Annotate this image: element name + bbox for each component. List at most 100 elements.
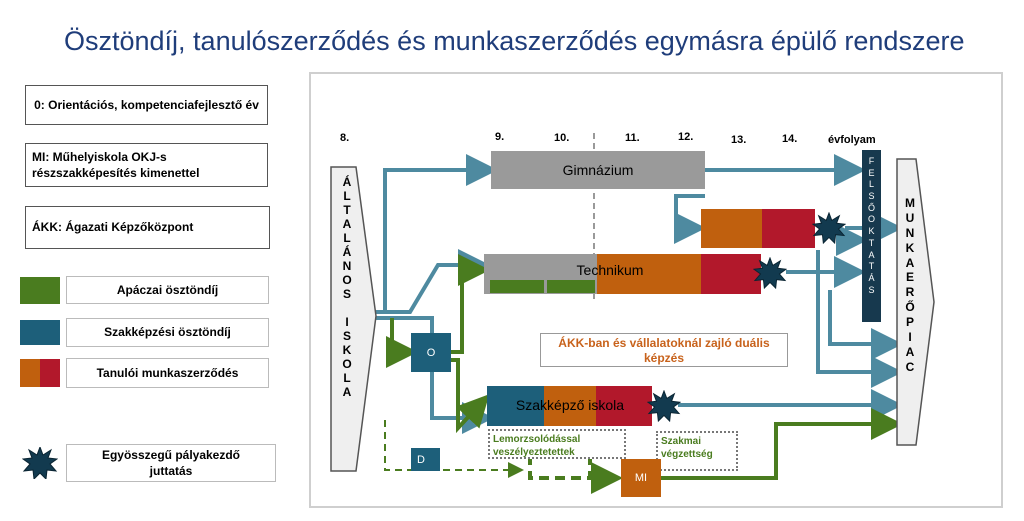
altalanos-letter: L	[343, 189, 351, 203]
altalanos-iskola-label: Á L T A L Á N O S I S K O L A	[336, 175, 358, 400]
altalanos-letter: S	[342, 329, 351, 343]
munkaeropiac-label: M U N K A E R Ő P I A C	[900, 196, 920, 375]
felso-letter: T	[868, 261, 875, 272]
munka-letter: P	[905, 315, 914, 329]
altalanos-letter: A	[342, 217, 352, 231]
szakkepzo-red-block	[596, 386, 652, 426]
altalanos-letter: K	[342, 343, 352, 357]
qualification-box: Szakmai végzettség	[656, 431, 738, 471]
grade-12: 12.	[678, 131, 694, 143]
legend-akk: ÁKK: Ágazati Képzőközpont	[25, 206, 270, 249]
legend-apaczai-text: Apáczai ösztöndíj	[116, 282, 219, 297]
felso-letter: Ő	[867, 202, 875, 213]
felso-letter: S	[868, 191, 875, 202]
legend-workshop: MI: Műhelyiskola OKJ-s részszakképesítés…	[25, 143, 268, 187]
legend-orientation: 0: Orientációs, kompetenciafejlesztő év	[25, 85, 268, 125]
szakkepzo-label: Szakképző iskola	[515, 397, 625, 413]
altalanos-letter: S	[342, 287, 351, 301]
munka-letter: I	[908, 329, 912, 344]
technikum-green-b	[547, 280, 595, 293]
munka-letter: A	[905, 344, 915, 359]
gimnazium-label: Gimnázium	[562, 162, 634, 178]
munka-letter: Ő	[905, 300, 915, 315]
legend-akk-text: ÁKK: Ágazati Képzőközpont	[32, 220, 194, 235]
dropout-risk-box: Lemorzsolódással veszélyeztetettek	[488, 429, 626, 459]
mi-box-label: MI	[634, 472, 648, 484]
gimnazium-block	[491, 151, 705, 189]
star-burst-icon	[647, 390, 681, 422]
munka-letter: A	[905, 255, 915, 270]
technikum-orange-block	[597, 254, 701, 294]
felso-letter: L	[868, 179, 874, 190]
technikum-label: Technikum	[576, 262, 644, 278]
diagram-frame	[309, 72, 1003, 508]
grade-11: 11.	[625, 132, 640, 144]
altalanos-letter: I	[345, 315, 349, 329]
munka-letter: R	[905, 285, 915, 300]
grade-9: 9.	[495, 131, 505, 143]
felsooktatas-bar	[862, 150, 881, 322]
grade-13: 13.	[731, 134, 747, 146]
felso-letter: O	[867, 214, 875, 225]
altalanos-letter: O	[342, 273, 352, 287]
qualification-text: Szakmai végzettség	[661, 436, 713, 460]
legend-orientation-text: 0: Orientációs, kompetenciafejlesztő év	[34, 97, 259, 112]
munka-letter: U	[905, 210, 915, 225]
altalanos-letter: A	[342, 385, 352, 399]
altalanos-letter: O	[342, 357, 352, 371]
workshop-mi-box: MI	[621, 459, 661, 497]
munkaeropiac-shape	[896, 158, 935, 446]
grade-evfolyam: évfolyam	[828, 134, 876, 146]
legend-scholarship-text: Szakképzési ösztöndíj	[104, 325, 231, 340]
star-burst-icon	[753, 257, 787, 289]
felso-letter: E	[868, 167, 875, 178]
altalanos-letter: Á	[342, 175, 352, 189]
munka-letter: N	[905, 225, 915, 240]
swatch-contract-red	[40, 359, 60, 387]
altalanos-letter: T	[343, 203, 351, 217]
page-title: Ösztöndíj, tanulószerződés és munkaszerz…	[64, 26, 965, 56]
orientation-o-box: O	[411, 333, 451, 372]
swatch-apaczai	[20, 277, 60, 304]
dual-training-box: ÁKK-ban és vállalatoknál zajló duális ké…	[540, 333, 788, 367]
akk-orange-block	[701, 209, 762, 248]
altalanos-letter: N	[342, 259, 352, 273]
altalanos-letter: L	[343, 231, 351, 245]
legend-apaczai: Apáczai ösztöndíj	[66, 276, 269, 304]
felso-letter: Á	[868, 272, 875, 283]
swatch-scholarship	[20, 320, 60, 345]
szakkepzo-orange-block	[544, 386, 596, 426]
grade-14: 14.	[782, 133, 798, 145]
felso-letter: A	[868, 249, 875, 260]
munka-letter: K	[905, 240, 915, 255]
munka-letter: C	[905, 359, 915, 374]
altalanos-iskola-shape	[330, 166, 377, 472]
legend-lump-sum-text: Egyösszegű pályakezdő juttatás	[101, 447, 241, 478]
technikum-red-block	[701, 254, 761, 294]
o-box-label: O	[426, 346, 436, 359]
legend-scholarship: Szakképzési ösztöndíj	[66, 318, 269, 347]
star-burst-icon	[812, 212, 846, 244]
munka-letter: E	[905, 270, 914, 285]
felso-letter: F	[868, 156, 875, 166]
technikum-green-a	[490, 280, 544, 293]
star-burst-icon	[22, 447, 58, 479]
legend-contract: Tanulói munkaszerződés	[66, 358, 269, 388]
akk-red-block	[762, 209, 815, 248]
grade-10: 10.	[554, 132, 570, 144]
legend-contract-text: Tanulói munkaszerződés	[96, 365, 239, 380]
d-box-label: D	[417, 453, 425, 466]
altalanos-letter: L	[343, 371, 351, 385]
munka-letter: M	[905, 196, 915, 210]
swatch-contract-orange	[20, 359, 40, 387]
felso-letter: T	[868, 237, 875, 248]
legend-lump-sum: Egyösszegű pályakezdő juttatás	[66, 444, 276, 482]
felsooktatas-label: F E L S Ő O K T A T Á S	[862, 156, 881, 296]
felso-letter: K	[868, 226, 875, 237]
dropout-risk-text: Lemorzsolódással veszélyeztetettek	[493, 434, 581, 458]
felso-letter: S	[868, 284, 875, 295]
altalanos-letter: Á	[342, 245, 352, 259]
d-box: D	[411, 448, 440, 471]
legend-workshop-text: MI: Műhelyiskola OKJ-s részszakképesítés…	[32, 149, 200, 180]
szakkepzo-teal-block	[487, 386, 544, 426]
